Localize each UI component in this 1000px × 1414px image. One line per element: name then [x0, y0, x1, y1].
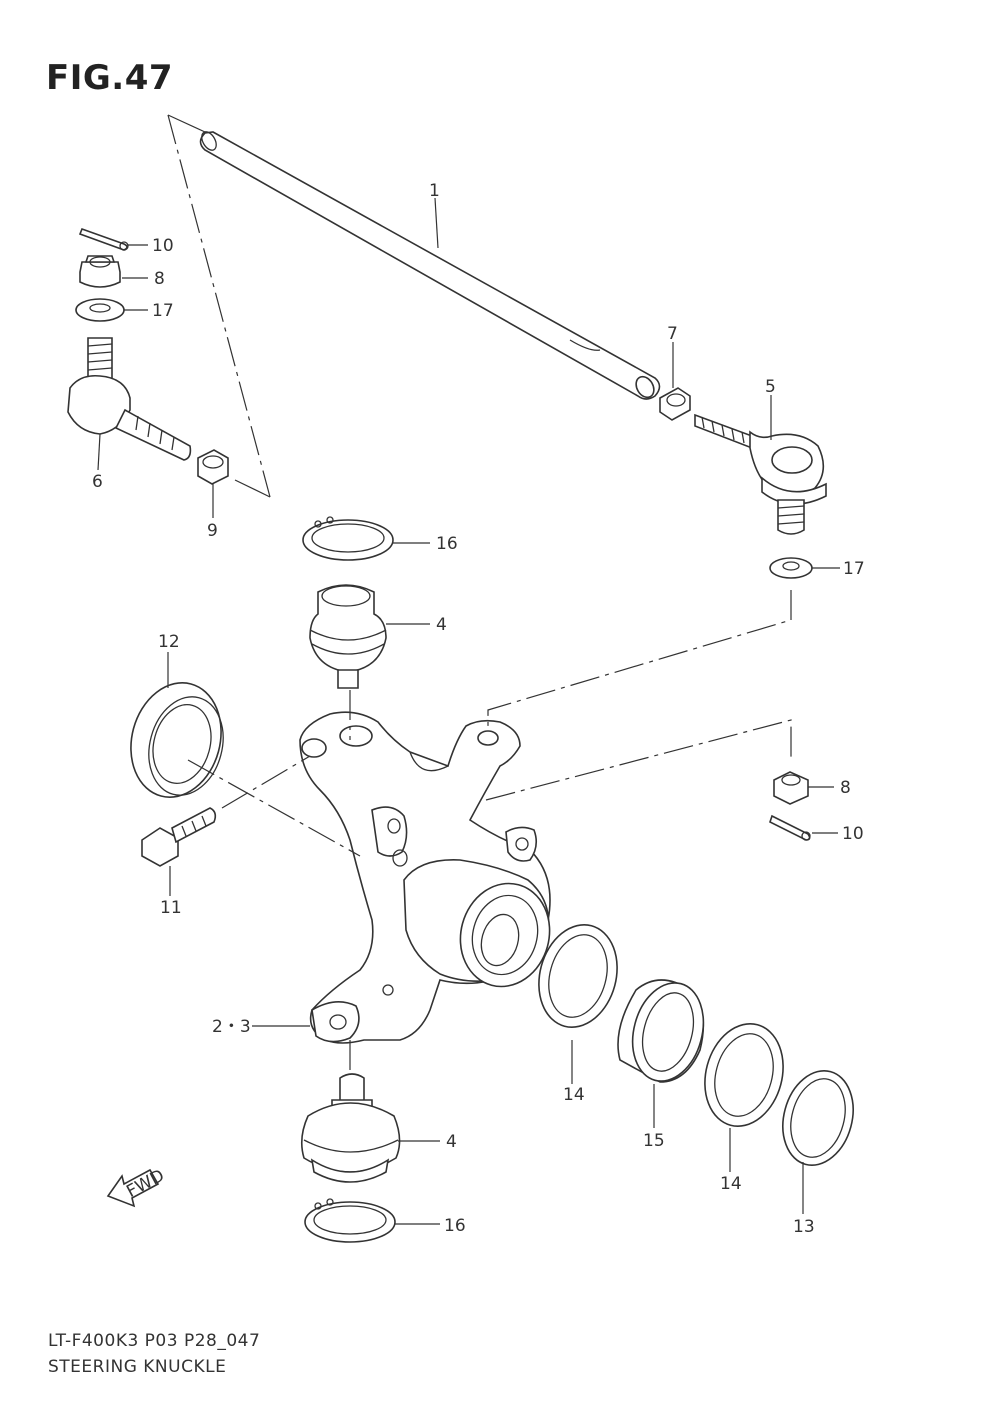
figure-name: STEERING KNUCKLE — [48, 1357, 227, 1377]
oil-seal-12[interactable] — [118, 673, 233, 808]
tie-rod-end-left[interactable] — [67, 337, 192, 461]
snap-ring-16-top[interactable] — [302, 516, 394, 561]
callout-10-left: 10 — [152, 236, 174, 256]
callout-4-top: 4 — [436, 615, 447, 635]
callout-17-left: 17 — [152, 301, 174, 321]
callout-8-right: 8 — [840, 778, 851, 798]
oil-seal-14-a[interactable] — [528, 916, 628, 1036]
figure-title: FIG.47 — [46, 58, 174, 98]
castle-nut-8-left[interactable] — [79, 255, 121, 288]
spacer-15[interactable] — [617, 975, 714, 1089]
fwd-label: FWD — [123, 1166, 167, 1202]
washer-17-right[interactable] — [769, 557, 813, 579]
leader-lines — [97, 197, 840, 1225]
cotter-pin-10-left[interactable] — [78, 227, 129, 251]
callout-8-left: 8 — [154, 269, 165, 289]
figure-code: LT-F400K3 P03 P28_047 — [48, 1331, 261, 1351]
castle-nut-8-right[interactable] — [773, 771, 809, 805]
nut-9[interactable] — [197, 449, 229, 485]
callout-6: 6 — [92, 472, 103, 492]
callout-10-right: 10 — [842, 824, 864, 844]
tie-rod-end-right[interactable] — [694, 413, 827, 535]
callout-14-a: 14 — [563, 1085, 585, 1105]
callout-14-b: 14 — [720, 1174, 742, 1194]
callout-4-bottom: 4 — [446, 1132, 457, 1152]
callout-15: 15 — [643, 1131, 665, 1151]
ball-joint-4-bottom[interactable] — [300, 1073, 401, 1183]
bolt-11[interactable] — [141, 807, 217, 867]
callout-13: 13 — [793, 1217, 815, 1237]
assembly-bracket — [167, 114, 271, 498]
callout-1: 1 — [429, 181, 440, 201]
callout-17-right: 17 — [843, 559, 865, 579]
tie-rod[interactable] — [199, 129, 661, 400]
assembly-lines — [187, 590, 792, 1070]
cotter-pin-10-right[interactable] — [769, 814, 811, 841]
callout-5: 5 — [765, 377, 776, 397]
steering-knuckle[interactable] — [299, 711, 561, 1044]
callout-16-bottom: 16 — [444, 1216, 466, 1236]
oil-seal-14-b[interactable] — [694, 1015, 794, 1135]
callout-7: 7 — [667, 324, 678, 344]
callouts: 1 2・3 4 4 5 6 7 8 8 9 10 10 11 12 13 14 … — [92, 181, 865, 1237]
callout-2-3: 2・3 — [212, 1017, 251, 1037]
ball-joint-4-top[interactable] — [309, 584, 387, 689]
dust-seal-13[interactable] — [773, 1063, 864, 1173]
snap-ring-16-bottom[interactable] — [304, 1198, 396, 1243]
callout-16-top: 16 — [436, 534, 458, 554]
lock-nut-7[interactable] — [659, 387, 691, 421]
callout-12: 12 — [158, 632, 180, 652]
forward-arrow-icon: FWD — [106, 1166, 168, 1208]
callout-11: 11 — [160, 898, 182, 918]
washer-17-left[interactable] — [75, 298, 125, 322]
callout-9: 9 — [207, 521, 218, 541]
